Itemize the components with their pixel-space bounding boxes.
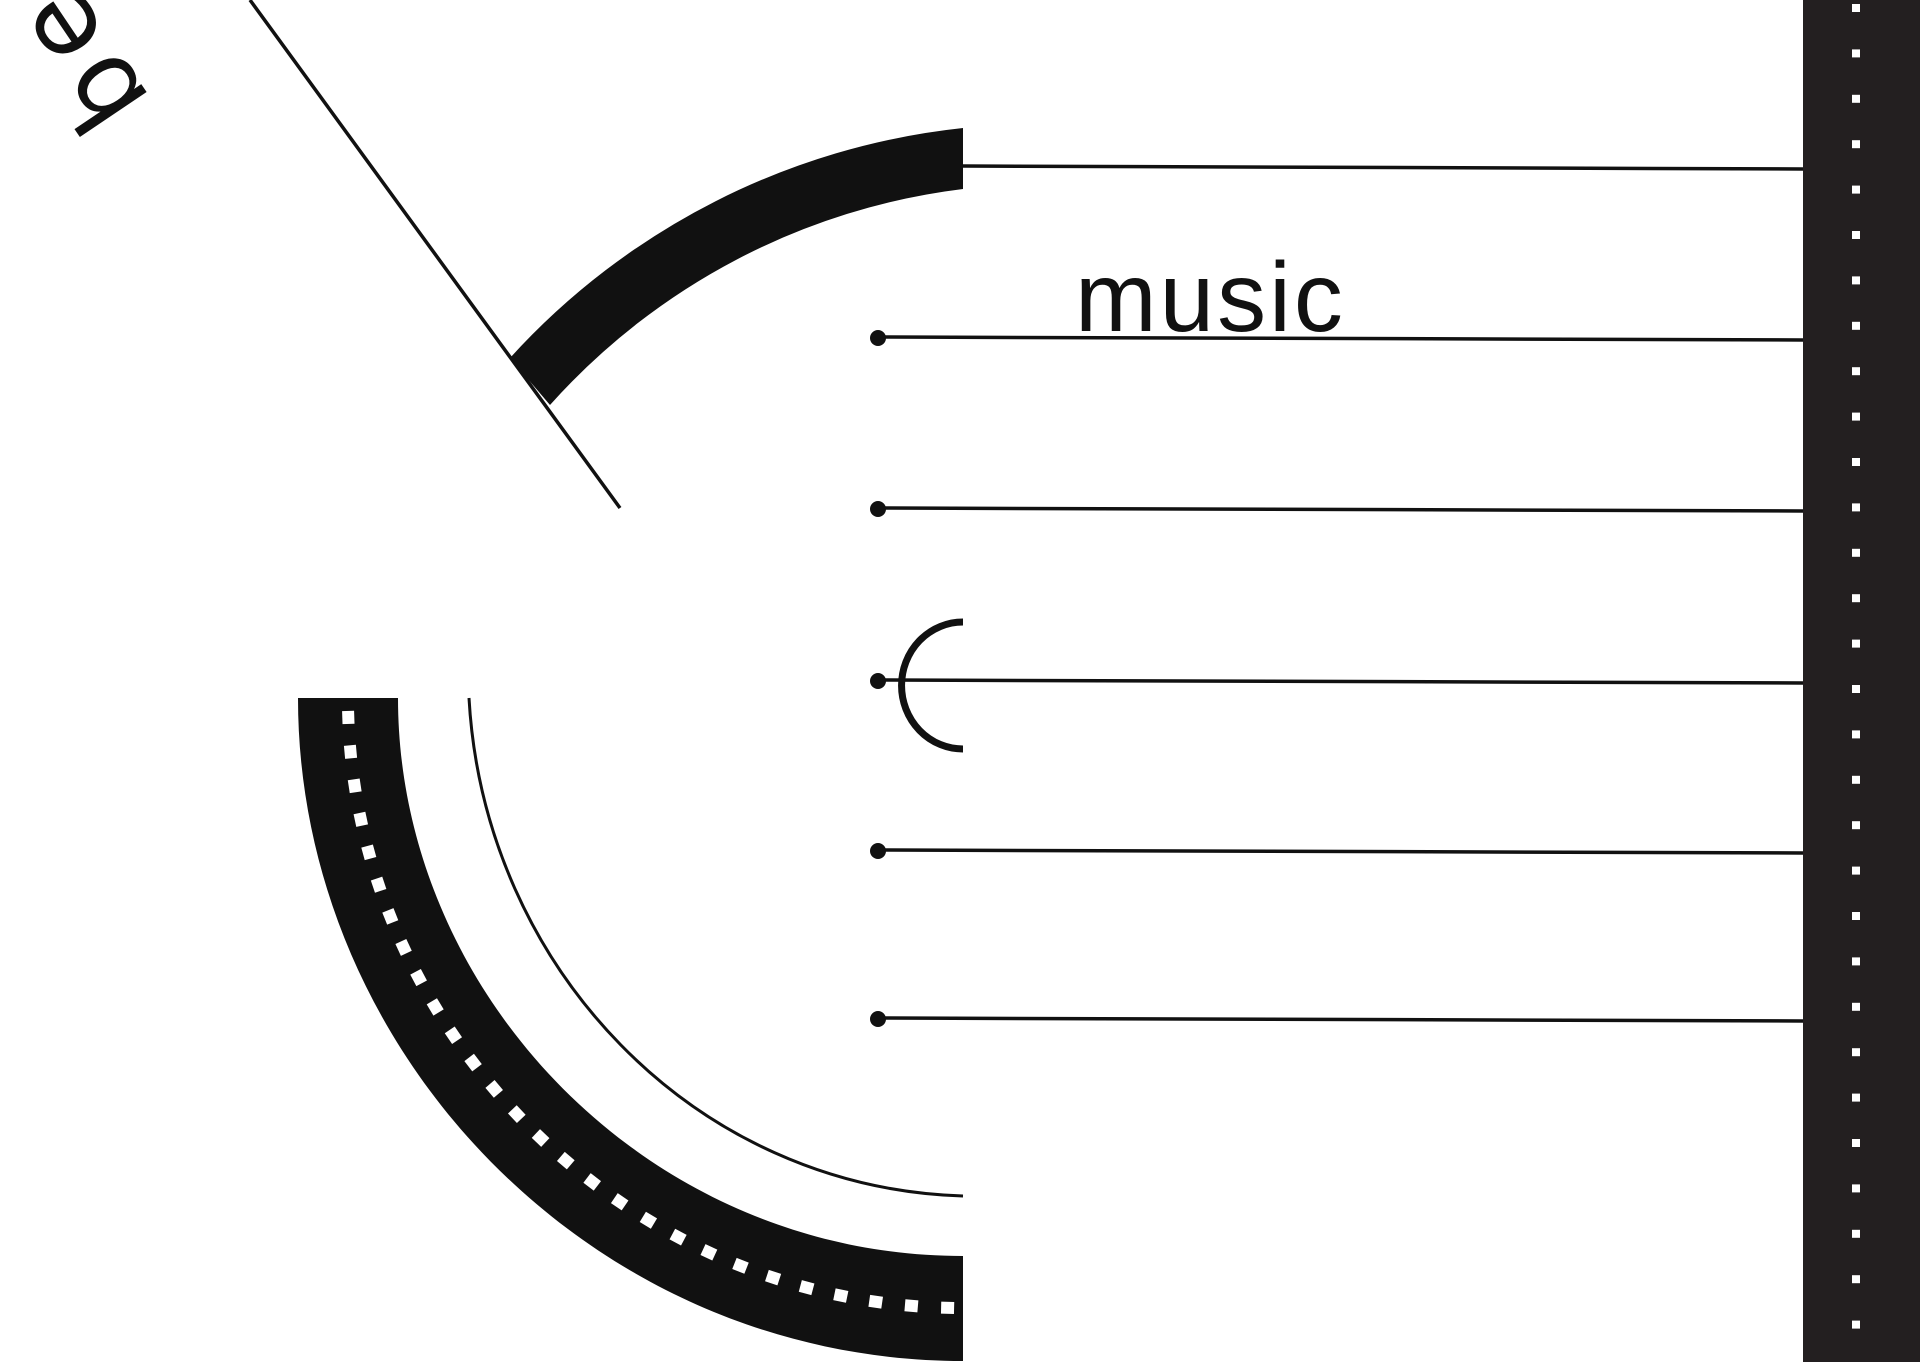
fret-dot bbox=[1852, 730, 1860, 739]
arc-fret-dot bbox=[732, 1257, 749, 1274]
arc-fret-dot bbox=[556, 1151, 575, 1170]
diagonal-neck-line bbox=[248, 0, 622, 510]
arc-fret-dot bbox=[700, 1244, 718, 1261]
lower-bout-fret-dots bbox=[342, 710, 955, 1314]
arc-fret-dot bbox=[343, 744, 358, 759]
fret-dot bbox=[1852, 1048, 1860, 1057]
arc-fret-dot bbox=[426, 998, 444, 1016]
fret-dot bbox=[1852, 775, 1860, 784]
fretboard bbox=[1803, 0, 1920, 1362]
fret-dot bbox=[1852, 821, 1860, 830]
fret-dot bbox=[1852, 412, 1860, 421]
guitar-strings bbox=[870, 164, 1804, 1027]
string-peg-icon bbox=[870, 843, 886, 859]
inner-lower-arc bbox=[467, 697, 964, 1198]
upper-bout-arc bbox=[510, 128, 963, 405]
arc-fret-dot bbox=[531, 1129, 550, 1147]
fret-dot bbox=[1852, 1139, 1860, 1147]
arc-fret-dot bbox=[353, 811, 369, 827]
guitar-string bbox=[877, 678, 1804, 685]
fret-dot bbox=[1852, 4, 1860, 12]
string-peg-icon bbox=[870, 673, 886, 689]
fret-dot bbox=[1852, 1320, 1860, 1329]
arc-fret-dot bbox=[639, 1211, 658, 1229]
fret-dot bbox=[1852, 276, 1860, 285]
arc-fret-dot bbox=[765, 1269, 782, 1286]
arc-fret-dot bbox=[395, 938, 412, 956]
fret-dot bbox=[1852, 1229, 1860, 1238]
fret-dot bbox=[1852, 231, 1860, 239]
arc-fret-dot bbox=[410, 969, 427, 987]
arc-fret-dot bbox=[382, 908, 399, 925]
fret-dot bbox=[1852, 140, 1860, 149]
fretboard-dots bbox=[1852, 4, 1860, 1329]
arc-fret-dot bbox=[798, 1280, 815, 1296]
fret-dot bbox=[1852, 321, 1860, 330]
fret-dot bbox=[1852, 1093, 1860, 1102]
guitar-string bbox=[877, 1016, 1804, 1023]
fret-dot bbox=[1852, 548, 1860, 557]
arc-fret-dot bbox=[669, 1228, 687, 1246]
arc-fret-dot bbox=[940, 1301, 955, 1314]
fret-dot bbox=[1852, 866, 1860, 875]
arc-fret-dot bbox=[370, 876, 387, 893]
word-beautiful: beautiful bbox=[0, 0, 173, 155]
arc-fret-dot bbox=[833, 1288, 849, 1303]
string-peg-icon bbox=[870, 501, 886, 517]
fret-dot bbox=[1852, 94, 1860, 103]
fret-dot bbox=[1852, 1275, 1860, 1284]
fret-dot bbox=[1852, 957, 1860, 966]
arc-fret-dot bbox=[507, 1105, 526, 1123]
arc-fret-dot bbox=[444, 1026, 463, 1045]
word-music: music bbox=[1075, 242, 1346, 352]
guitar-string bbox=[962, 164, 1804, 171]
fret-dot bbox=[1852, 594, 1860, 603]
arc-fret-dot bbox=[610, 1193, 629, 1211]
string-peg-icon bbox=[870, 330, 886, 346]
fret-dot bbox=[1852, 1184, 1860, 1193]
arc-fret-dot bbox=[868, 1294, 883, 1309]
arc-fret-dot bbox=[361, 844, 377, 861]
string-peg-icon bbox=[870, 1011, 886, 1027]
fret-dot bbox=[1852, 458, 1860, 466]
guitar-string bbox=[877, 506, 1804, 513]
fret-dot bbox=[1852, 503, 1860, 512]
fret-dot bbox=[1852, 367, 1860, 376]
fret-dot bbox=[1852, 685, 1860, 693]
arc-fret-dot bbox=[342, 710, 355, 725]
fret-dot bbox=[1852, 185, 1860, 194]
lower-bout-arc bbox=[298, 698, 963, 1361]
fret-dot bbox=[1852, 912, 1860, 920]
arc-fret-dot bbox=[464, 1053, 482, 1072]
fret-dot bbox=[1852, 49, 1860, 58]
arc-fret-dot bbox=[347, 778, 362, 794]
arc-fret-dot bbox=[904, 1299, 919, 1313]
arc-fret-dot bbox=[485, 1080, 503, 1098]
arc-fret-dot bbox=[583, 1173, 602, 1191]
fret-dot bbox=[1852, 1002, 1860, 1011]
fret-dot bbox=[1852, 639, 1860, 648]
bridge-icon bbox=[898, 618, 964, 753]
guitar-string bbox=[877, 335, 1804, 342]
guitar-string bbox=[877, 848, 1804, 855]
